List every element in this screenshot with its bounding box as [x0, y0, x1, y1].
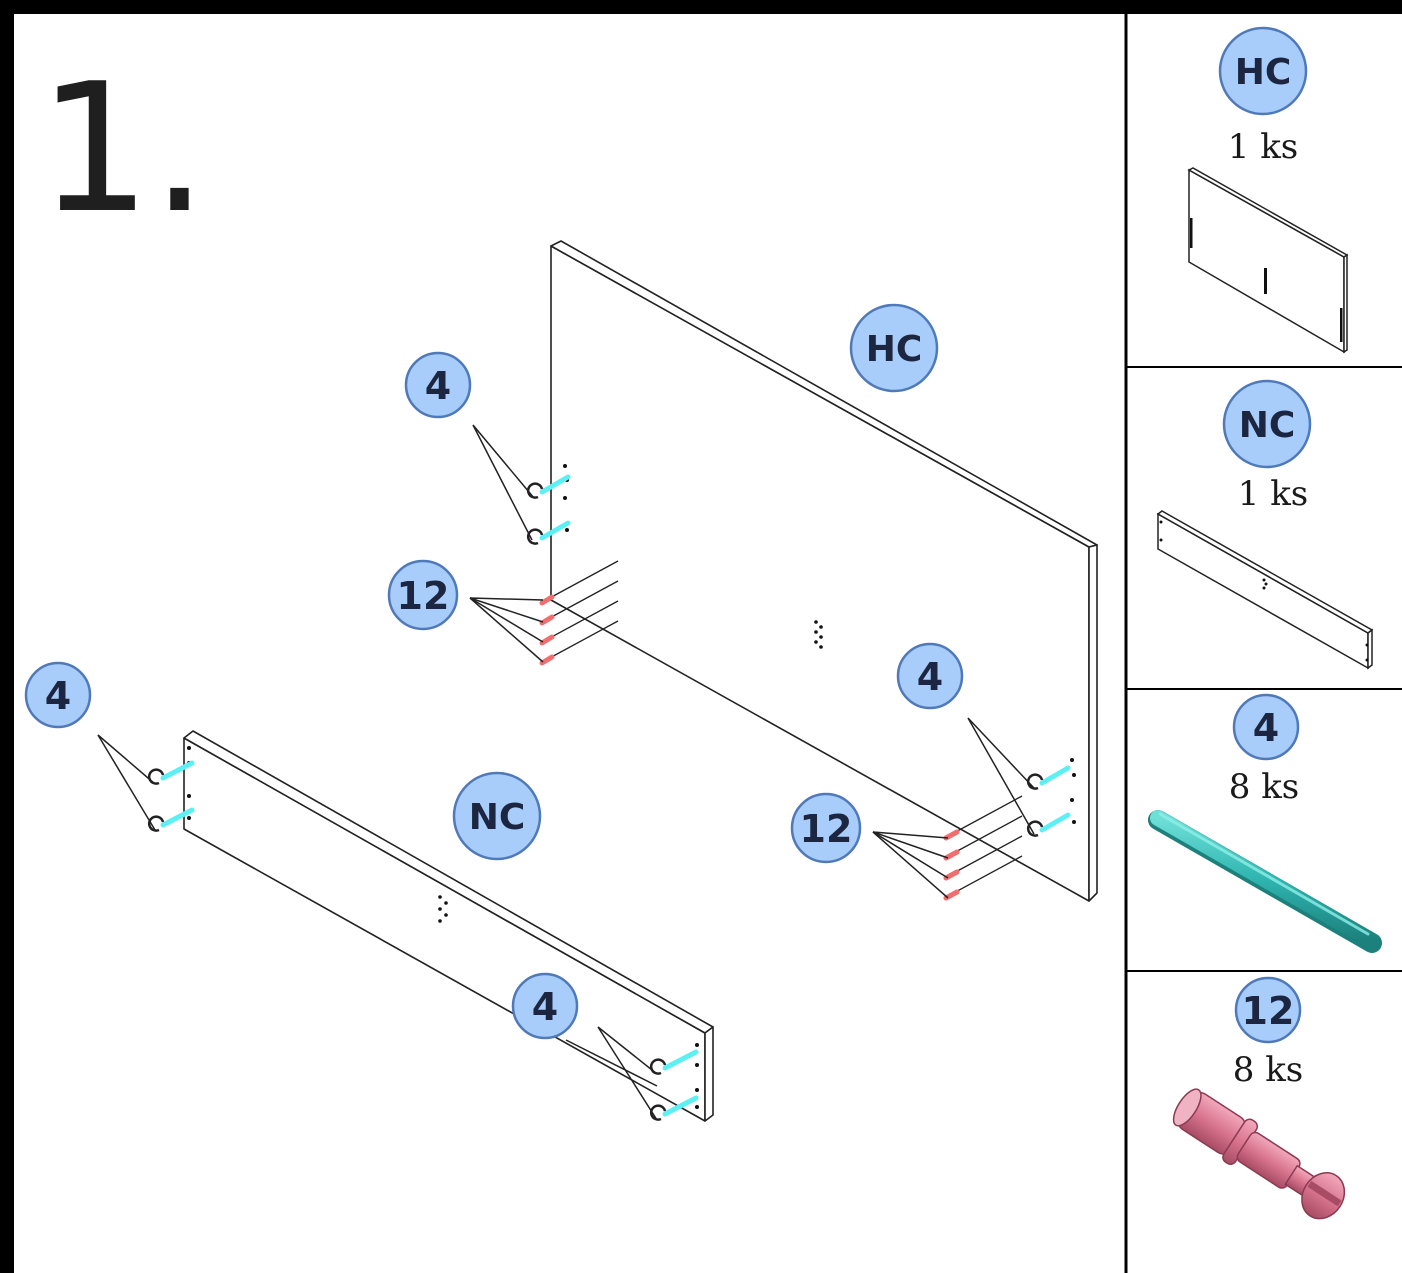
back-panel-icon: [1187, 167, 1349, 354]
legend-item-cam-bolt: 12 8 ks: [1172, 976, 1346, 1220]
legend-item-hc: HC 1 ks: [1187, 26, 1349, 354]
hc-center-holes: [814, 620, 823, 649]
legend-badge: [1218, 26, 1308, 116]
nc-center-holes: [438, 895, 448, 923]
legend-badge: [1222, 379, 1312, 469]
svg-text:4: 4: [532, 985, 558, 1029]
badge-cam-hc-right: 12: [790, 792, 862, 864]
rail-icon: [1156, 510, 1374, 670]
wooden-dowel-icon: [1148, 810, 1382, 953]
legend-item-dowel: 4 8 ks: [1148, 693, 1382, 953]
legend-quantity: 8 ks: [1233, 1050, 1304, 1090]
badge-cam-hc-left: 12: [387, 559, 459, 631]
badge-dowel-hc-right: 4: [896, 642, 964, 710]
legend-badge-label: NC: [1239, 405, 1296, 446]
badge-dowel-nc-left: 4: [24, 661, 92, 729]
svg-text:HC: HC: [866, 329, 923, 370]
legend-badge: [1234, 976, 1302, 1044]
legend-badge: [1232, 693, 1300, 761]
svg-text:NC: NC: [469, 797, 526, 838]
legend-quantity: 1 ks: [1238, 474, 1309, 514]
svg-text:12: 12: [397, 574, 450, 618]
leader-lines: [97, 424, 1035, 1121]
cam-bolt-icon: [1172, 1088, 1346, 1220]
badge-hc-main: HC: [849, 303, 939, 393]
hc-right-cam-lines: [949, 795, 1023, 896]
nc-left-dowels: [148, 760, 195, 832]
step-number: 1.: [38, 45, 208, 252]
legend-quantity: 8 ks: [1229, 767, 1300, 807]
nc-edge-holes: [187, 746, 699, 1109]
hc-left-cam-bolts: [539, 594, 555, 666]
svg-text:4: 4: [45, 674, 71, 718]
legend-quantity: 1 ks: [1228, 127, 1299, 167]
legend-badge-label: 12: [1242, 989, 1295, 1033]
hc-right-cam-bolts: [943, 829, 960, 901]
legend-badge-label: HC: [1235, 52, 1292, 93]
svg-text:4: 4: [425, 364, 451, 408]
hc-left-cam-lines: [545, 560, 619, 661]
svg-text:12: 12: [800, 807, 853, 851]
legend-badge-label: 4: [1253, 706, 1279, 750]
svg-text:4: 4: [917, 655, 943, 699]
legend-item-nc: NC 1 ks: [1156, 379, 1374, 670]
badge-nc-main: NC: [452, 771, 542, 861]
badge-dowel-nc-right: 4: [511, 972, 579, 1040]
badge-dowel-hc-left: 4: [404, 351, 472, 419]
rail-nc: [183, 730, 714, 1122]
back-panel-hc: [550, 240, 1098, 902]
hc-right-dowels: [1027, 765, 1071, 837]
